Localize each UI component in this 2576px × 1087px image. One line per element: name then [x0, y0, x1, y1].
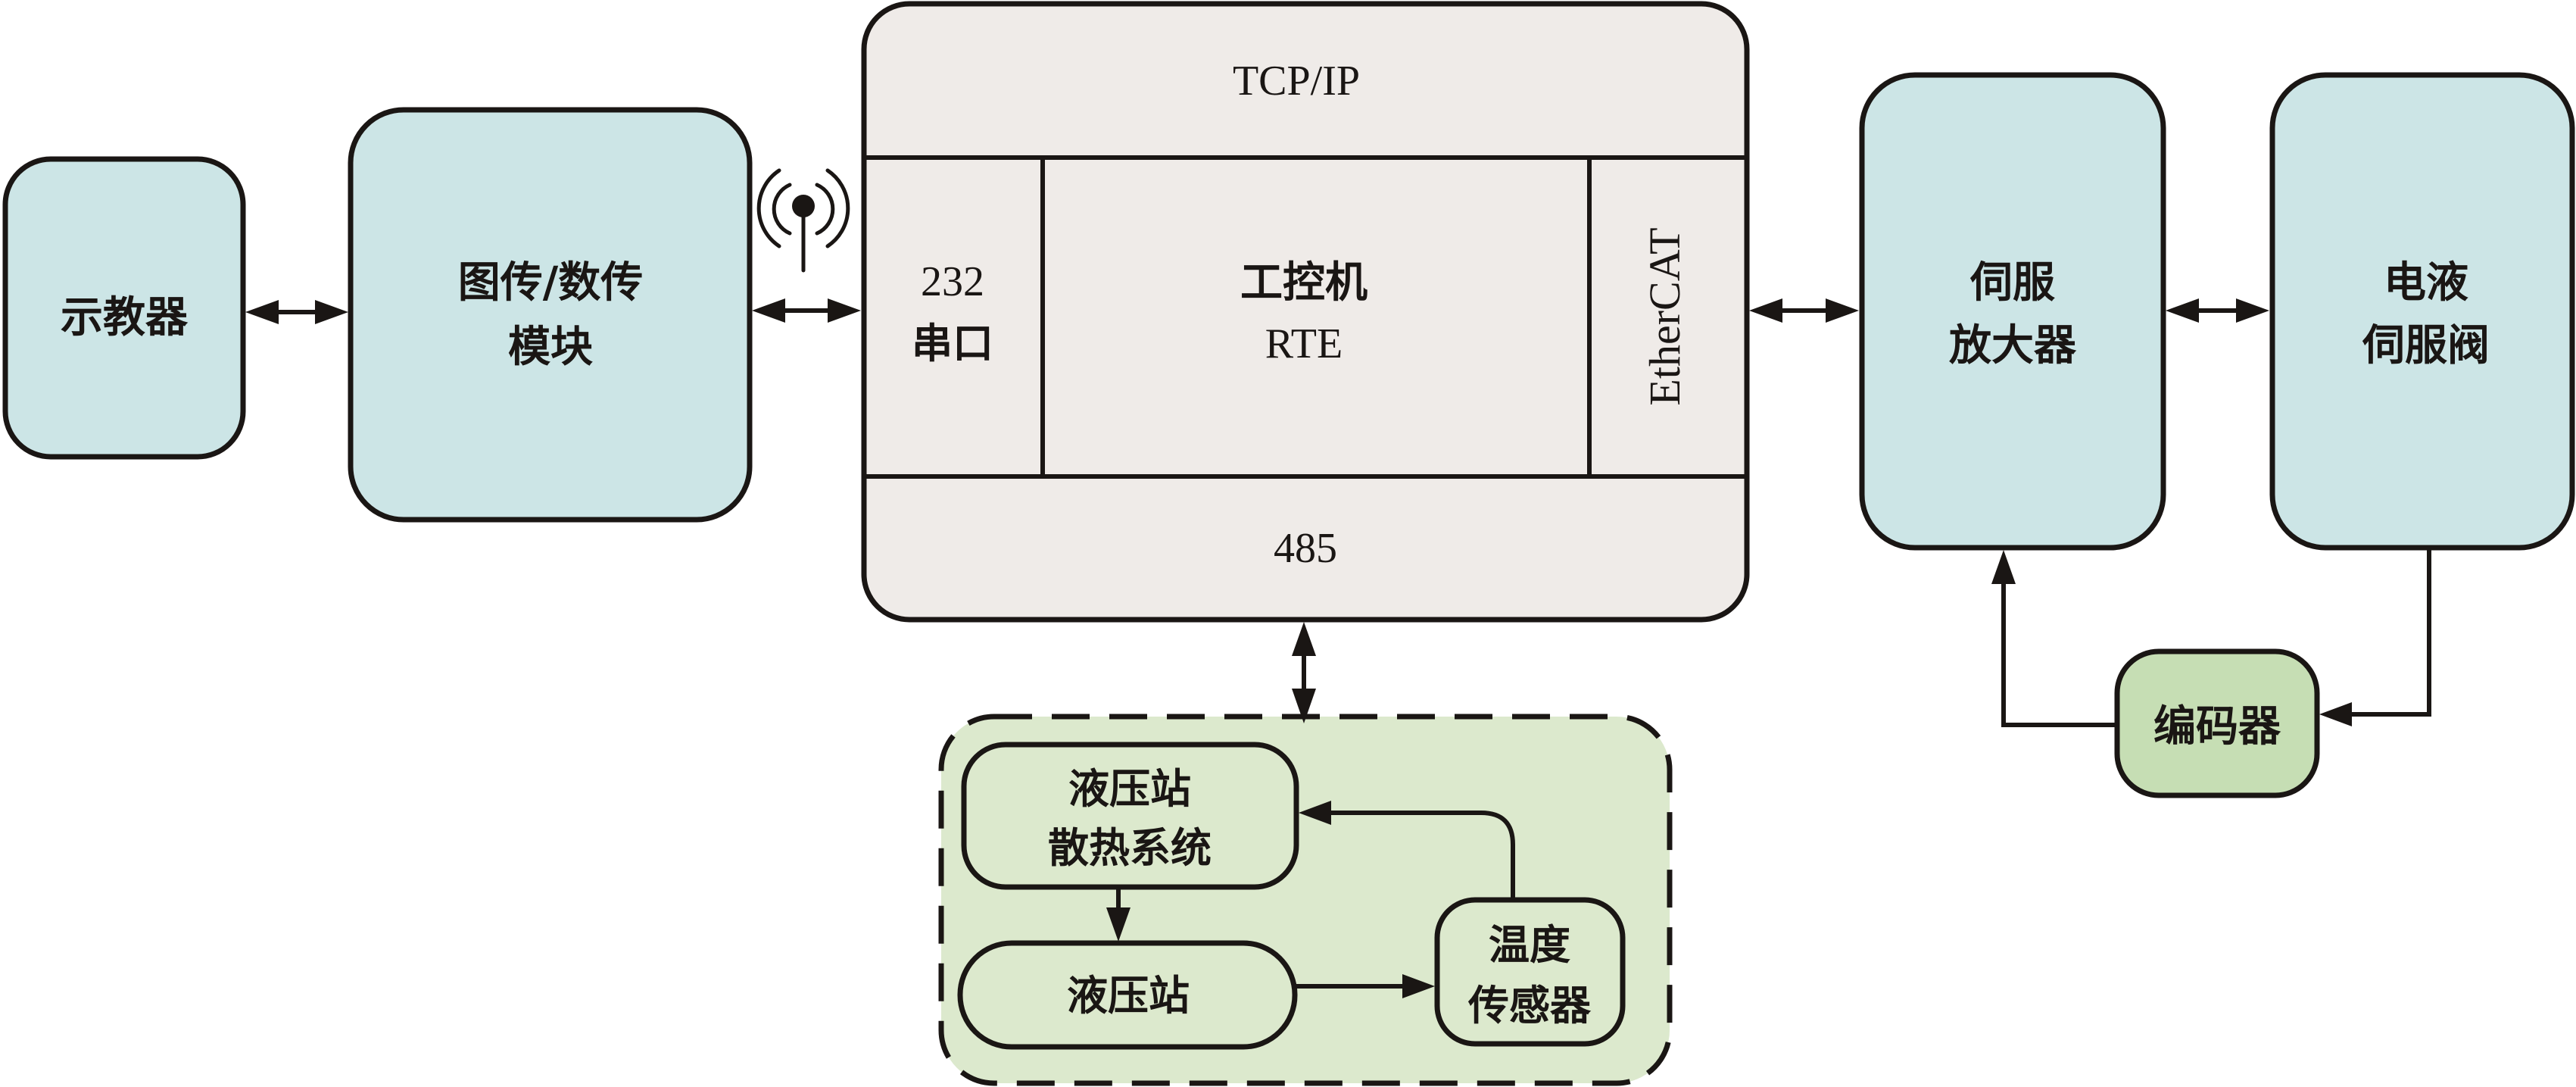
ipc-node: TCP/IP 232 串口 工控机 RTE EtherCAT 485	[861, 1, 1750, 623]
ethercat-label: EtherCAT	[1640, 227, 1689, 405]
arrow-sensor-cooling	[1299, 801, 1515, 899]
servo-amplifier-box	[1859, 72, 2166, 551]
transmission-module-box	[348, 107, 753, 523]
arrow-hydraulic-station-sensor	[1296, 974, 1435, 998]
arrow-servo-amplifier-valve	[2166, 298, 2269, 323]
rs232-label: 232	[921, 258, 984, 305]
encoder-node: 编码器	[2114, 648, 2320, 798]
encoder-box	[2114, 648, 2320, 798]
rs485-label: 485	[1274, 525, 1337, 572]
arrow-ipc-servo-amplifier	[1749, 298, 1859, 323]
arrow-valve-encoder	[2319, 550, 2431, 726]
hydraulic-group: 液压站 散热系统 液压站 温度 传感器	[938, 714, 1673, 1086]
teach-pendant-box	[2, 156, 246, 460]
teach-pendant-label: 示教器	[61, 293, 189, 342]
servo-valve-label-line2: 伺服阀	[2362, 321, 2490, 370]
servo-valve-box	[2269, 72, 2575, 551]
temperature-sensor-label-line1: 温度	[1489, 921, 1570, 969]
servo-amplifier-node: 伺服 放大器	[1859, 72, 2166, 551]
cooling-system-box	[961, 742, 1299, 890]
hydraulic-station-box	[957, 940, 1298, 1050]
servo-amplifier-label-line1: 伺服	[1969, 258, 2055, 308]
transmission-module-node: 图传/数传 模块	[348, 107, 753, 523]
cooling-system-label-line2: 散热系统	[1048, 824, 1212, 872]
ipc-label: 工控机	[1240, 258, 1368, 308]
temperature-sensor-box	[1434, 897, 1626, 1047]
cooling-system-node: 液压站 散热系统	[961, 742, 1299, 890]
encoder-label: 编码器	[2153, 702, 2281, 751]
temperature-sensor-node: 温度 传感器	[1434, 897, 1626, 1047]
arrow-ipc-hydraulic-group	[1292, 622, 1316, 723]
servo-valve-node: 电液 伺服阀	[2269, 72, 2575, 551]
wireless-antenna-icon	[756, 168, 850, 273]
arrow-teach-transmission	[245, 300, 348, 324]
transmission-module-label-line2: 模块	[508, 323, 593, 372]
tcp-ip-label: TCP/IP	[1233, 58, 1360, 105]
servo-valve-label-line1: 电液	[2384, 258, 2468, 308]
arrow-transmission-ipc	[752, 298, 861, 323]
transmission-module-label-line1: 图传/数传	[458, 258, 643, 308]
servo-amplifier-label-line2: 放大器	[1949, 321, 2077, 370]
cooling-system-label-line1: 液压站	[1068, 765, 1191, 813]
arrow-cooling-hydraulic-station	[1106, 889, 1131, 942]
arrow-encoder-servo-amplifier	[1991, 550, 2115, 727]
hydraulic-station-label: 液压站	[1067, 972, 1190, 1020]
hydraulic-station-node: 液压站	[957, 940, 1298, 1050]
serial-port-label: 串口	[912, 320, 993, 367]
rte-label: RTE	[1265, 320, 1343, 367]
teach-pendant-node: 示教器	[2, 156, 246, 460]
temperature-sensor-label-line2: 传感器	[1467, 982, 1592, 1029]
